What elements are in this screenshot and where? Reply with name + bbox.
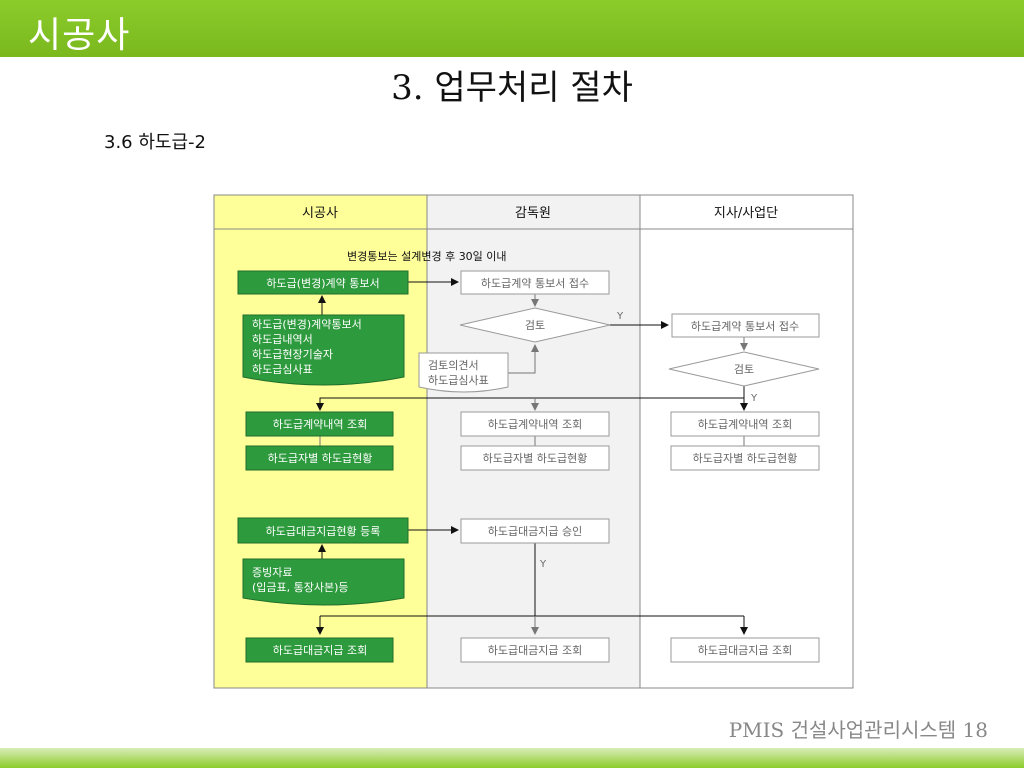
lane-header-contractor: 시공사 bbox=[302, 206, 338, 221]
contractor-doc-4: 하도급심사표 bbox=[252, 362, 313, 376]
header-bar bbox=[0, 0, 1024, 57]
supervisor-opinion-2: 하도급심사표 bbox=[428, 373, 489, 387]
page-title: 3. 업무처리 절차 bbox=[391, 68, 633, 108]
contractor-status-inquiry-box bbox=[245, 445, 394, 471]
branch-status-inquiry-box bbox=[670, 445, 820, 471]
supervisor-payment-approval-label: 하도급대금지급 승인 bbox=[488, 524, 583, 538]
swimlane-frame bbox=[213, 194, 854, 689]
supervisor-payment-approval-box bbox=[460, 518, 610, 544]
branch-status-inquiry-label: 하도급자별 하도급현황 bbox=[693, 451, 798, 465]
contractor-status-inquiry-label: 하도급자별 하도급현황 bbox=[268, 451, 373, 465]
contractor-contract-inquiry-box bbox=[245, 411, 394, 437]
supervisor-opinion-1: 검토의견서 bbox=[428, 359, 479, 372]
lane-supervisor-bg bbox=[427, 195, 640, 688]
contractor-evidence-box bbox=[242, 558, 405, 606]
contractor-doc-1: 하도급(변경)계약통보서 bbox=[252, 317, 362, 331]
contractor-notice-box bbox=[237, 270, 409, 295]
branch-review-diamond bbox=[668, 351, 820, 387]
contractor-notice-label: 하도급(변경)계약 통보서 bbox=[266, 276, 379, 290]
supervisor-receipt-box bbox=[460, 270, 610, 295]
lane-header-supervisor: 감독원 bbox=[515, 206, 551, 221]
footer-text: PMIS 건설사업관리시스템 18 bbox=[728, 718, 988, 742]
supervisor-contract-inquiry-label: 하도급계약내역 조회 bbox=[488, 417, 583, 431]
supervisor-contract-inquiry-box bbox=[460, 411, 610, 437]
branch-contract-inquiry-box bbox=[670, 411, 820, 437]
supervisor-status-inquiry-box bbox=[460, 445, 610, 471]
supervisor-payment-inquiry-box bbox=[460, 637, 610, 663]
supervisor-payment-inquiry-label: 하도급대금지급 조회 bbox=[488, 643, 583, 657]
supervisor-review-diamond bbox=[459, 307, 611, 343]
contractor-evidence-2: (입금표, 통장사본)등 bbox=[252, 581, 349, 594]
contractor-payment-register-label: 하도급대금지급현황 등록 bbox=[266, 524, 381, 538]
lane-branch-bg bbox=[640, 195, 853, 688]
branch-review-yes: Y bbox=[750, 393, 758, 404]
contractor-payment-inquiry-label: 하도급대금지급 조회 bbox=[273, 643, 368, 657]
contractor-docs-box bbox=[242, 314, 405, 386]
contractor-doc-3: 하도급현장기술자 bbox=[252, 347, 333, 361]
supervisor-opinion-box bbox=[418, 352, 509, 393]
contractor-doc-2: 하도급내역서 bbox=[252, 332, 313, 346]
branch-receipt-label: 하도급계약 통보서 접수 bbox=[691, 319, 799, 333]
contractor-evidence-1: 증빙자료 bbox=[252, 566, 292, 579]
header-title: 시공사 bbox=[28, 15, 131, 56]
supervisor-review-label: 검토 bbox=[525, 319, 545, 332]
supervisor-status-inquiry-label: 하도급자별 하도급현황 bbox=[483, 451, 588, 465]
contractor-payment-inquiry-box bbox=[245, 637, 394, 663]
branch-receipt-box bbox=[671, 313, 820, 338]
contractor-contract-inquiry-label: 하도급계약내역 조회 bbox=[273, 417, 368, 431]
branch-payment-inquiry-label: 하도급대금지급 조회 bbox=[698, 643, 793, 657]
section-title: 3.6 하도급-2 bbox=[104, 132, 206, 153]
branch-review-label: 검토 bbox=[734, 363, 754, 376]
supervisor-receipt-label: 하도급계약 통보서 접수 bbox=[481, 276, 589, 290]
contractor-payment-register-box bbox=[237, 517, 409, 544]
supervisor-review-yes: Y bbox=[616, 311, 624, 322]
branch-contract-inquiry-label: 하도급계약내역 조회 bbox=[698, 417, 793, 431]
branch-payment-inquiry-box bbox=[670, 637, 820, 663]
supervisor-approval-yes: Y bbox=[539, 559, 547, 570]
lane-header-branch: 지사/사업단 bbox=[714, 206, 778, 221]
note-change-deadline: 변경통보는 설계변경 후 30일 이내 bbox=[347, 249, 507, 263]
footer-bar bbox=[0, 748, 1024, 768]
